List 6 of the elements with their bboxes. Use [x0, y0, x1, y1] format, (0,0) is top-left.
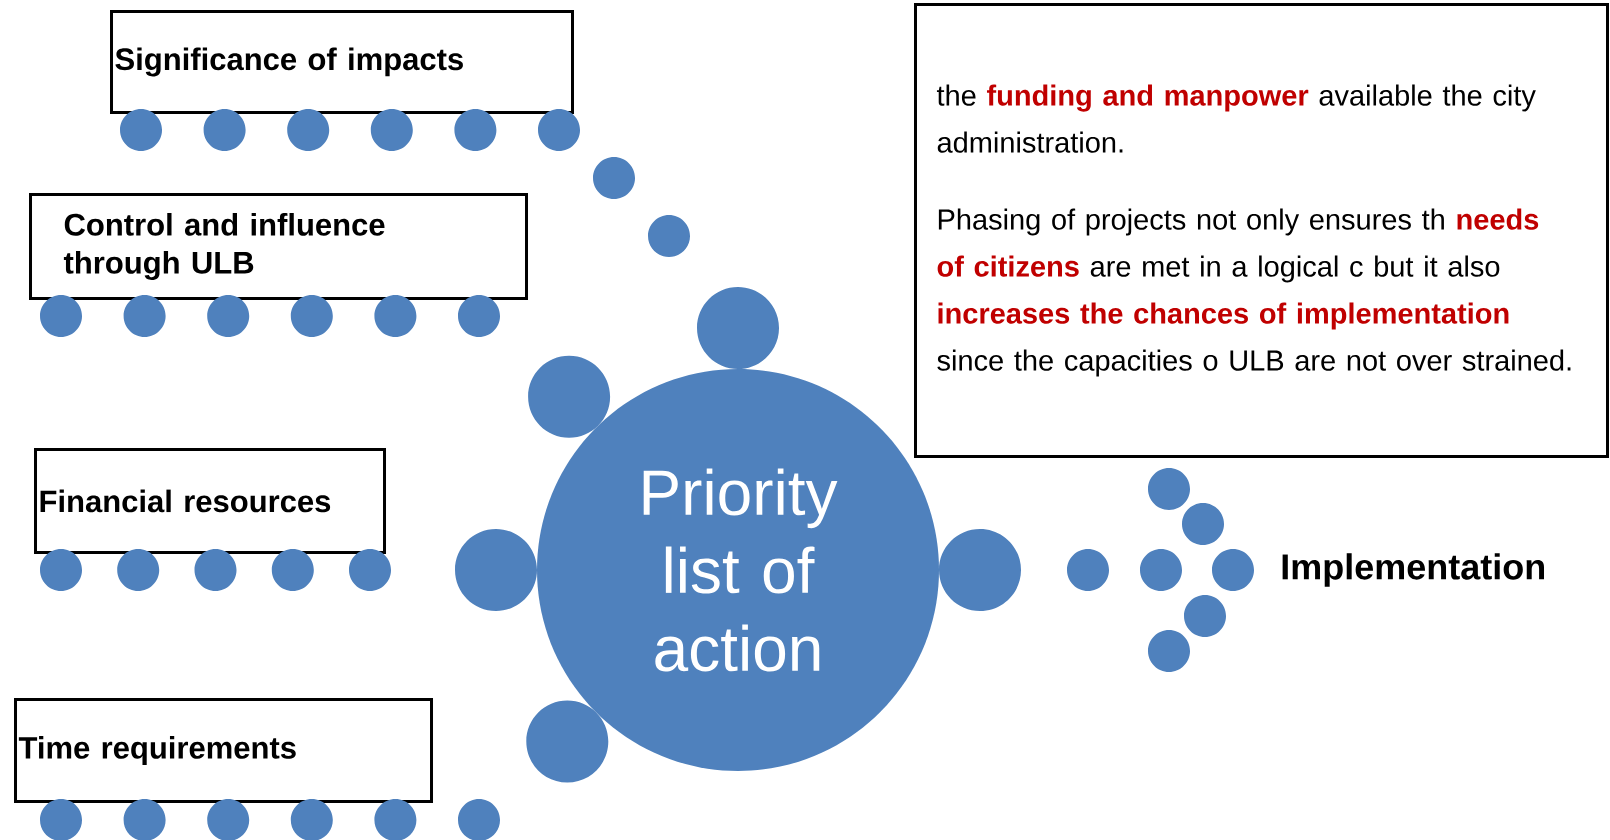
label-box: Significance of impacts [110, 10, 574, 114]
text-box: the funding and manpower available the city administration. Phasing of projects not only ensures th needs of citizens are met in a logical c but it also increases the chances of implementation since the capacities o ULB are not over strained. [914, 3, 1609, 458]
label-box: Time requirements [14, 698, 433, 803]
label-box: Financial resources [34, 448, 386, 554]
stage-label: Implementation [1282, 553, 1544, 587]
label-box: Control and influence through ULB [29, 193, 528, 300]
